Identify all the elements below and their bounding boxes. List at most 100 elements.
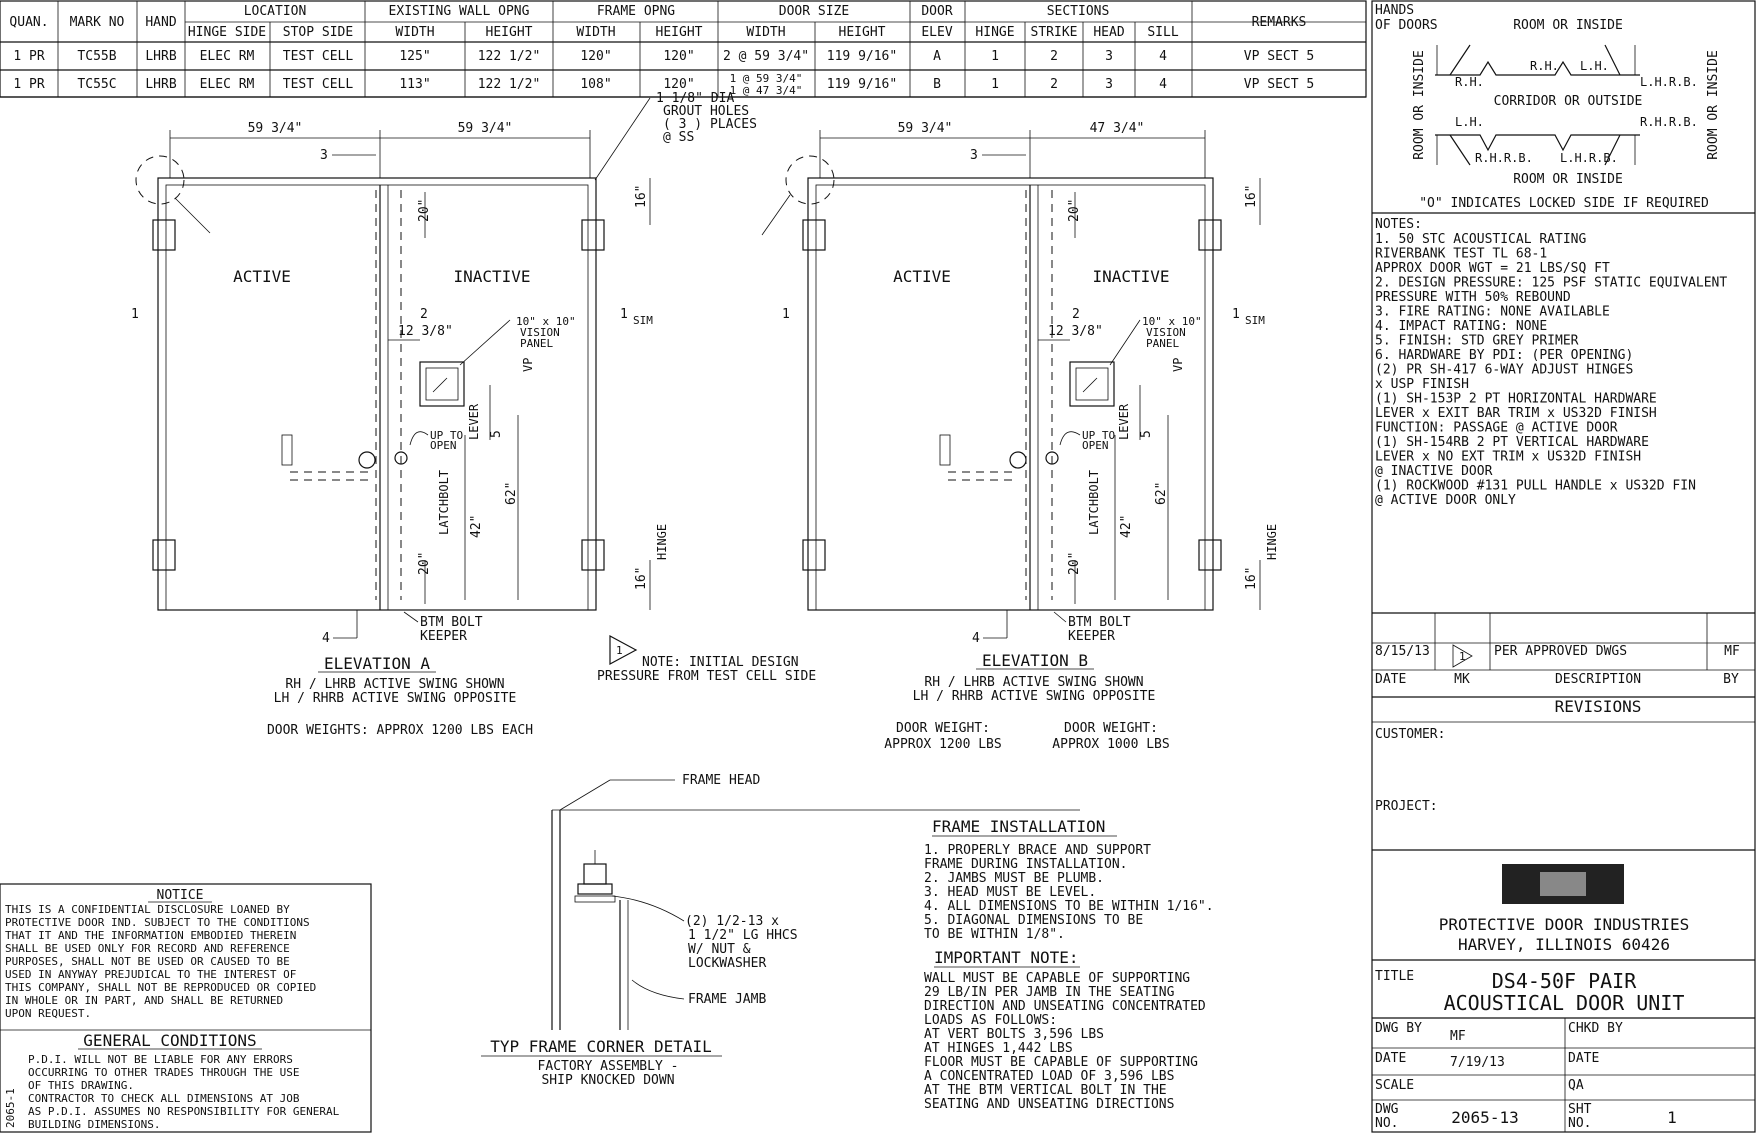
cell-hinge-side: ELEC RM — [200, 77, 255, 92]
cell-wall-h: 122 1/2" — [478, 77, 541, 92]
corner-detail-sub-2: SHIP KNOCKED DOWN — [541, 1073, 674, 1088]
lever-icon — [358, 451, 376, 469]
general-conditions-title: GENERAL CONDITIONS — [83, 1031, 256, 1050]
hands-rhrb: R.H.R.B. — [1640, 115, 1698, 129]
frame-install-line: TO BE WITHIN 1/8". — [924, 927, 1065, 942]
elevation-a-weights: DOOR WEIGHTS: APPROX 1200 LBS EACH — [267, 723, 533, 738]
rev-by: MF — [1724, 644, 1740, 659]
cell-elev: B — [933, 77, 941, 92]
dwg-date: 7/19/13 — [1450, 1055, 1505, 1070]
up-to-open-2: OPEN — [1082, 439, 1109, 452]
sub-wall-height: HEIGHT — [486, 25, 533, 40]
detail-callout-icon — [785, 155, 835, 205]
cell-remarks: VP SECT 5 — [1244, 77, 1314, 92]
hdr-sections: SECTIONS — [1047, 4, 1110, 19]
grout-note-4: @ SS — [663, 130, 694, 145]
btm-bolt-1: BTM BOLT — [1068, 615, 1131, 630]
lever-icon — [1009, 451, 1027, 469]
dim-left-width: 59 3/4" — [898, 121, 953, 136]
customer-label: CUSTOMER: — [1375, 727, 1445, 742]
dim-12-3-8: 12 3/8" — [398, 324, 453, 339]
note-line: APPROX DOOR WGT = 21 LBS/SQ FT — [1375, 261, 1610, 276]
company-city: HARVEY, ILLINOIS 60426 — [1458, 935, 1670, 954]
dwg-no-label-2: NO. — [1375, 1116, 1398, 1131]
btm-bolt-1: BTM BOLT — [420, 615, 483, 630]
lever-label: LEVER — [467, 403, 481, 440]
revisions-title: REVISIONS — [1555, 697, 1642, 716]
vision-panel-icon — [1069, 361, 1115, 407]
hinge-icon — [802, 219, 826, 251]
cell-wall-w: 113" — [399, 77, 430, 92]
frame-install-line: 4. ALL DIMENSIONS TO BE WITHIN 1/16". — [924, 899, 1214, 914]
vision-note-1: 10" x 10" — [516, 315, 576, 328]
drawing-title-1: DS4-50F PAIR — [1492, 969, 1637, 993]
dim-20-top: 20" — [417, 199, 432, 222]
hands-lh-top: L.H. — [1580, 59, 1609, 73]
up-to-open-1: UP TO — [430, 429, 463, 442]
notice-line: USED IN ANYWAY PREJUDICAL TO THE INTERES… — [5, 968, 296, 981]
vision-note-2: VISION — [520, 326, 560, 339]
note-line: @ ACTIVE DOOR ONLY — [1375, 493, 1516, 508]
callout-3: 3 — [970, 148, 978, 163]
sht-no: 1 — [1667, 1108, 1677, 1127]
general-condition-line: OF THIS DRAWING. — [28, 1079, 134, 1092]
callout-sim: SIM — [633, 314, 653, 327]
dim-62: 62" — [1154, 482, 1169, 505]
elevation-b-caption-1: RH / LHRB ACTIVE SWING SHOWN — [924, 675, 1143, 690]
company-name: PROTECTIVE DOOR INDUSTRIES — [1439, 915, 1689, 934]
elevation-a-caption-2: LH / RHRB ACTIVE SWING OPPOSITE — [274, 691, 517, 706]
important-note-line: WALL MUST BE CAPABLE OF SUPPORTING — [924, 971, 1190, 986]
sub-head: HEAD — [1093, 25, 1124, 40]
weight-1-label: DOOR WEIGHT: — [896, 721, 990, 736]
dim-5: 5 — [489, 430, 504, 438]
important-note-line: SEATING AND UNSEATING DIRECTIONS — [924, 1097, 1174, 1112]
cell-mark: TC55C — [77, 77, 116, 92]
general-condition-line: OCCURRING TO OTHER TRADES THROUGH THE US… — [28, 1066, 300, 1079]
hands-of-doors-diagram: HANDS OF DOORS ROOM OR INSIDE ROOM OR IN… — [1375, 3, 1721, 211]
dim-left-width: 59 3/4" — [248, 121, 303, 136]
cell-frame-w: 120" — [580, 49, 611, 64]
note-line: x USP FINISH — [1375, 377, 1469, 392]
callout-1-left: 1 — [782, 307, 790, 322]
frame-corner-detail: FRAME HEAD (2) 1/2-13 x 1 1/2" LG HHCS W… — [481, 773, 1080, 1088]
notice-lines: THIS IS A CONFIDENTIAL DISCLOSURE LOANED… — [5, 903, 316, 1020]
table-row: 1 PR TC55C LHRB ELEC RM TEST CELL 113" 1… — [13, 72, 1314, 97]
vision-note-2: VISION — [1146, 326, 1186, 339]
cell-stop-side: TEST CELL — [283, 49, 354, 64]
company-logo — [1502, 864, 1624, 904]
frame-jamb-label: FRAME JAMB — [688, 992, 766, 1007]
elevation-a: 59 3/4" 59 3/4" 20" 20" 16" 16" 42" 62" … — [131, 91, 757, 738]
hands-top-label: ROOM OR INSIDE — [1513, 18, 1623, 33]
hands-rh-top: R.H. — [1530, 59, 1559, 73]
chkd-by-label: CHKD BY — [1568, 1021, 1623, 1036]
cell-door-w: 2 @ 59 3/4" — [723, 49, 809, 64]
hdr-frame: FRAME OPNG — [597, 4, 675, 19]
hands-left-label: ROOM OR INSIDE — [1412, 50, 1427, 160]
qa-label: QA — [1568, 1078, 1584, 1093]
important-note-line: FLOOR MUST BE CAPABLE OF SUPPORTING — [924, 1055, 1198, 1070]
sub-strike: STRIKE — [1031, 25, 1078, 40]
notice-line: UPON REQUEST. — [5, 1007, 91, 1020]
hdr-mark: MARK NO — [70, 15, 125, 30]
hinge-icon — [1198, 219, 1222, 251]
latchbolt-label: LATCHBOLT — [437, 470, 451, 535]
date2-label: DATE — [1568, 1051, 1599, 1066]
btm-bolt-2: KEEPER — [1068, 629, 1115, 644]
hdr-location: LOCATION — [244, 4, 307, 19]
general-conditions-lines: P.D.I. WILL NOT BE LIABLE FOR ANY ERRORS… — [28, 1053, 340, 1131]
important-note-title: IMPORTANT NOTE: — [934, 948, 1079, 967]
up-to-open-1: UP TO — [1082, 429, 1115, 442]
cell-door-w: 1 @ 59 3/4" — [730, 72, 803, 85]
bolt-note-2: 1 1/2" LG HHCS — [688, 928, 798, 943]
cell-sill: 4 — [1159, 49, 1167, 64]
hinge-icon — [152, 539, 176, 571]
note-line: (1) SH-153P 2 PT HORIZONTAL HARDWARE — [1375, 392, 1657, 407]
vision-note-3: PANEL — [520, 337, 553, 350]
notes-lines: 1. 50 STC ACOUSTICAL RATING RIVERBANK TE… — [1375, 232, 1727, 508]
cell-frame-h: 120" — [663, 77, 694, 92]
bolt-note-4: LOCKWASHER — [688, 956, 766, 971]
dim-16-bottom: 16" — [1244, 567, 1259, 590]
hands-lhrb-bottom: L.H.R.B. — [1560, 151, 1618, 165]
cell-hinge-side: ELEC RM — [200, 49, 255, 64]
